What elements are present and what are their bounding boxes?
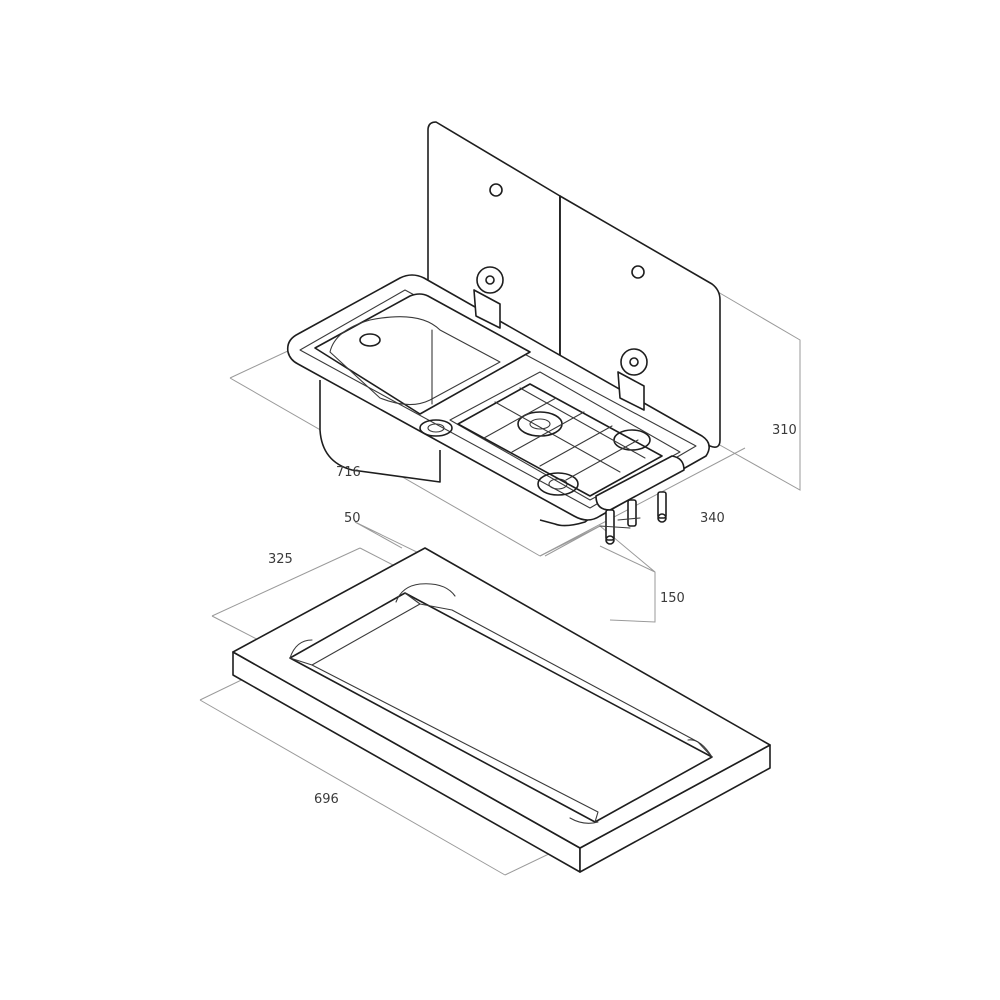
label-50: 50 [344,511,361,526]
sink-hob-unit [286,121,721,545]
hinge-right [617,348,648,411]
label-696: 696 [314,792,339,807]
cutout-front-wall [311,664,599,823]
sink-drain-inner [427,423,445,433]
hob-plate [449,371,681,501]
label-716: 716 [336,465,361,480]
rim-inner-edge [299,289,697,509]
sink-drain [419,419,453,437]
dimension-line-340 [539,447,746,557]
tap-hole [359,333,381,347]
label-340: 340 [700,511,725,526]
basin-bowl [329,316,501,406]
cutout-corner-back-left [395,583,456,603]
cutout-left-wall [289,592,421,666]
label-325: 325 [268,552,293,567]
label-310: 310 [772,423,797,438]
burner-front [537,472,579,496]
burner-right [613,429,651,451]
label-150: 150 [660,591,685,606]
sink-basin [314,293,531,415]
basin-outer-body [319,380,441,483]
dimension-labels: 716 340 310 150 50 325 696 [268,423,797,807]
cutout-corner-front-left [289,639,313,659]
dimension-line-150 [599,525,656,623]
dimension-line-50 [354,521,426,557]
pan-support-cross [494,387,646,473]
cutout-corner-front-right [569,817,599,824]
lid-right-hole [631,265,645,279]
dimension-line-310 [717,291,801,491]
lid-left-hole [489,183,503,197]
burner-back-cap [529,418,551,430]
control-panel [595,455,685,511]
gas-valves [599,491,667,545]
cutout-back-wall [419,603,713,758]
hinge-left [473,266,504,329]
cutout-corner-back-right [687,739,713,758]
pan-support-frame [457,383,663,497]
cutout-board [232,547,771,873]
